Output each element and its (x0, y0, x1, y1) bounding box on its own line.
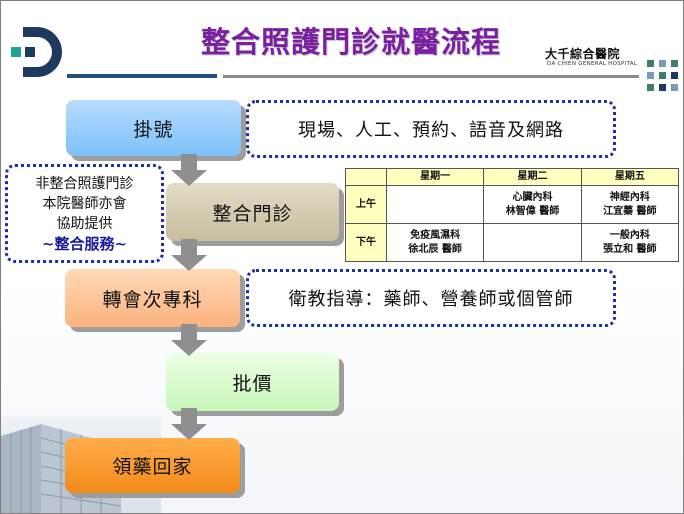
table-cell: 免疫風濕科 徐北辰 醫師 (385, 223, 485, 262)
step-subspecialty-referral: 轉會次專科 (65, 269, 240, 327)
department: 心臟內科 (512, 191, 553, 203)
table-row: 上午 心臟內科 林智偉 醫師 神經內科 江宜蓁 醫師 (345, 185, 680, 224)
note-highlight: ~整合服務~ (41, 234, 128, 253)
table-header-row: 星期一 星期二 星期五 (345, 168, 680, 186)
table-row: 下午 免疫風濕科 徐北辰 醫師 一般內科 張立和 醫師 (345, 223, 680, 262)
department: 免疫風濕科 (410, 229, 461, 241)
clinic-schedule-table: 星期一 星期二 星期五 上午 心臟內科 林智偉 醫師 神經內科 江宜蓁 醫師 下… (345, 168, 680, 262)
table-cell: 一般內科 張立和 醫師 (580, 223, 680, 262)
table-cell: 心臟內科 林智偉 醫師 (483, 185, 582, 224)
step-integrated-clinic: 整合門診 (166, 183, 339, 241)
decorative-dots-icon (647, 60, 678, 91)
department: 神經內科 (609, 191, 650, 203)
table-cell (483, 223, 582, 262)
table-header-cell (345, 168, 387, 186)
arrow-down-icon (171, 324, 207, 356)
step-billing: 批價 (166, 353, 339, 411)
table-cell (385, 185, 485, 224)
hospital-logo-icon (11, 27, 62, 77)
note-non-integrated-service: 非整合照護門診 本院醫師亦會 協助提供 ~整合服務~ (5, 164, 164, 263)
doctor: 江宜蓁 醫師 (603, 205, 657, 217)
doctor: 林智偉 醫師 (505, 205, 560, 217)
table-header-cell: 星期五 (580, 168, 680, 186)
table-header-cell: 星期一 (385, 168, 485, 186)
note-line: 非整合照護門診 (35, 175, 134, 192)
note-line: 本院醫師亦會 (42, 195, 127, 212)
page-title: 整合照護門診就醫流程 (200, 25, 501, 59)
header-rule-blue (67, 74, 217, 78)
hospital-name-english: DA CHIEN GENERAL HOSPITAL (547, 61, 638, 67)
table-cell: 神經內科 江宜蓁 醫師 (580, 185, 680, 224)
arrow-down-icon (171, 239, 207, 271)
period-label: 下午 (345, 223, 387, 262)
doctor: 張立和 醫師 (603, 243, 657, 255)
doctor: 徐北辰 醫師 (408, 243, 462, 255)
arrow-down-icon (171, 408, 207, 440)
table-header-cell: 星期二 (483, 168, 582, 186)
period-label: 上午 (345, 185, 387, 224)
arrow-down-icon (171, 154, 207, 186)
hospital-name: 大千綜合醫院 (545, 47, 621, 61)
header-rule-grey (223, 75, 639, 78)
step-pickup-medicine: 領藥回家 (65, 438, 240, 493)
note-health-education: 衛教指導：藥師、營養師或個管師 (246, 269, 616, 327)
step-registration: 掛號 (66, 100, 241, 156)
note-registration-methods: 現場、人工、預約、語音及網路 (246, 100, 616, 158)
note-line: 協助提供 (56, 215, 113, 232)
department: 一般內科 (609, 229, 650, 241)
